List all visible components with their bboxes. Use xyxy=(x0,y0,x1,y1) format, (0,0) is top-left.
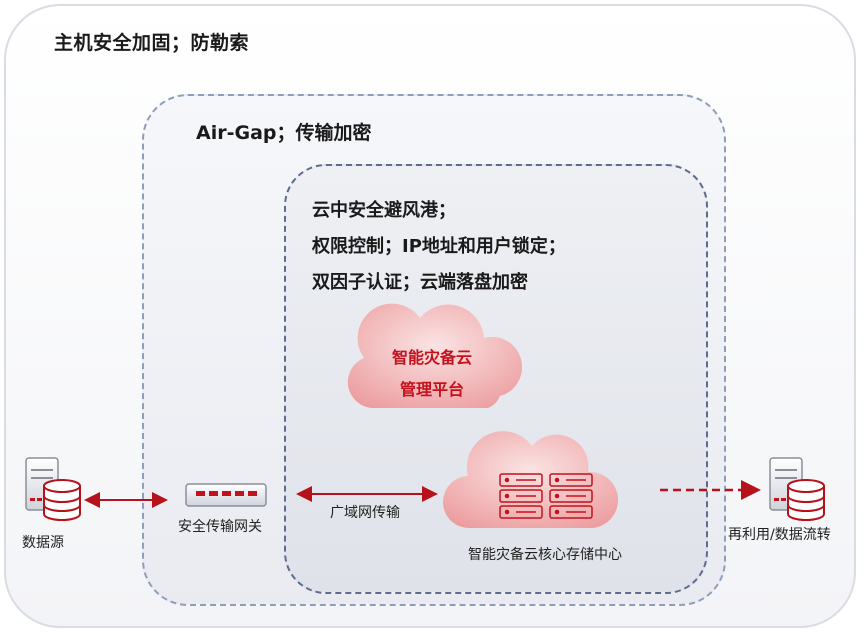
inner-layer-line-2: 权限控制；IP地址和用户锁定； xyxy=(312,236,566,257)
gateway-device-icon xyxy=(185,483,267,507)
management-cloud-shape xyxy=(347,303,523,408)
airgap-layer-title: Air-Gap；传输加密 xyxy=(196,122,372,144)
inner-layer-line-3: 双因子认证；云端落盘加密 xyxy=(312,272,528,293)
inner-layer-line-1: 云中安全避风港； xyxy=(312,200,456,221)
gateway-label: 安全传输网关 xyxy=(178,519,262,535)
data-source-database-icon xyxy=(43,479,81,521)
mgmt-cloud-label-line-1: 智能灾备云 xyxy=(391,348,472,367)
reuse-label: 再利用/数据流转 xyxy=(728,527,831,543)
reuse-database-icon xyxy=(787,479,825,521)
outer-layer-title: 主机安全加固；防勒索 xyxy=(54,32,250,54)
storage-server-rack-icon xyxy=(499,473,593,519)
wan-label: 广域网传输 xyxy=(330,505,400,521)
storage-center-label: 智能灾备云核心存储中心 xyxy=(468,547,622,563)
data-source-label: 数据源 xyxy=(22,535,64,551)
mgmt-cloud-label-line-2: 管理平台 xyxy=(399,380,464,399)
